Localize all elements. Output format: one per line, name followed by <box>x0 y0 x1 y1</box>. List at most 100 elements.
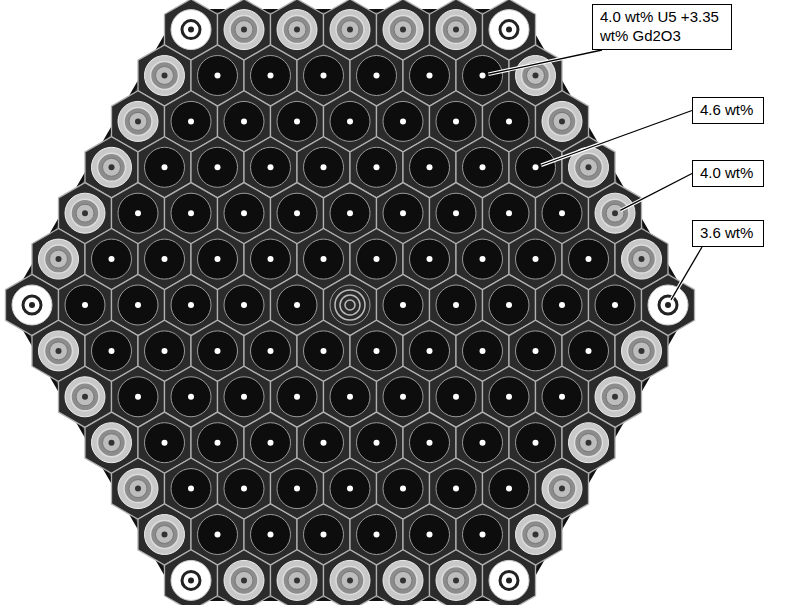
pin-part <box>612 210 618 216</box>
fuel-pin <box>516 147 556 187</box>
fuel-pin <box>410 514 450 554</box>
pin-part <box>400 486 406 492</box>
pin-part <box>500 21 518 39</box>
fuel-pin <box>171 10 211 50</box>
pin-part <box>321 73 327 79</box>
pin-part <box>294 394 300 400</box>
fuel-pin <box>92 331 132 371</box>
pin-part <box>569 331 609 371</box>
pin-part <box>489 469 529 509</box>
pin-part <box>586 440 592 446</box>
pin-part <box>129 112 147 130</box>
cell-grid <box>6 0 695 605</box>
pin-part <box>304 423 344 463</box>
fuel-pin <box>277 285 317 325</box>
fuel-pin <box>118 101 158 141</box>
pin-part <box>559 486 565 492</box>
fuel-pin <box>171 377 211 417</box>
pin-part <box>383 193 423 233</box>
pin-part <box>277 193 317 233</box>
pin-part <box>394 21 412 39</box>
pin-part <box>659 296 677 314</box>
fuel-pin <box>542 377 582 417</box>
pin-part <box>162 256 168 262</box>
pin-part <box>389 566 417 594</box>
pin-part <box>400 394 406 400</box>
fuel-pin <box>383 377 423 417</box>
pin-part <box>198 239 238 279</box>
pin-part <box>230 16 258 44</box>
pin-part <box>383 560 423 600</box>
fuel-pin <box>330 469 370 509</box>
pin-part <box>374 440 380 446</box>
pin-part <box>442 566 470 594</box>
pin-part <box>516 331 556 371</box>
pin-part <box>304 239 344 279</box>
leader-halo <box>671 247 702 300</box>
pin-part <box>383 10 423 50</box>
fuel-pin <box>92 147 132 187</box>
fuel-pin <box>118 193 158 233</box>
pin-part <box>294 486 300 492</box>
pin-part <box>304 56 344 96</box>
fuel-pin <box>489 560 529 600</box>
fuel-pin <box>145 514 185 554</box>
pin-part <box>188 577 194 583</box>
pin-part <box>188 302 194 308</box>
pin-part <box>50 342 68 360</box>
callout-text: 3.6 wt% <box>700 224 756 243</box>
fuel-pin <box>410 56 450 96</box>
pin-part <box>463 147 503 187</box>
fuel-pin <box>569 423 609 463</box>
pin-part <box>235 571 253 589</box>
fuel-pin <box>145 423 185 463</box>
pin-part <box>171 560 211 600</box>
pin-part <box>288 21 306 39</box>
pin-part <box>215 531 221 537</box>
pin-part <box>436 469 476 509</box>
fuel-pin <box>251 423 291 463</box>
leader-line <box>671 247 702 300</box>
pin-part <box>383 101 423 141</box>
pin-part <box>553 480 571 498</box>
pin-part <box>124 107 152 135</box>
pin-part <box>39 239 79 279</box>
fuel-pin <box>463 239 503 279</box>
pin-part <box>129 480 147 498</box>
fuel-pin <box>383 469 423 509</box>
pin-part <box>480 440 486 446</box>
pin-part <box>559 118 565 124</box>
pin-part <box>118 285 158 325</box>
pin-part <box>506 394 512 400</box>
pin-part <box>374 73 380 79</box>
pin-part <box>489 193 529 233</box>
pin-part <box>45 337 73 365</box>
fuel-pin <box>145 147 185 187</box>
pin-part <box>341 571 359 589</box>
fuel-pin <box>330 377 370 417</box>
pin-part <box>98 153 126 181</box>
pin-part <box>622 239 662 279</box>
pin-part <box>124 475 152 503</box>
pin-part <box>294 577 300 583</box>
fuel-pin <box>224 560 264 600</box>
pin-part <box>533 440 539 446</box>
pin-part <box>145 331 185 371</box>
pin-part <box>251 514 291 554</box>
fuel-pin <box>277 560 317 600</box>
callout-text: 4.6 wt% <box>700 101 756 120</box>
pin-part <box>224 377 264 417</box>
pin-part <box>215 73 221 79</box>
pin-part <box>294 27 300 33</box>
pin-part <box>601 383 629 411</box>
pin-part <box>383 377 423 417</box>
pin-part <box>463 331 503 371</box>
pin-part <box>188 27 194 33</box>
pin-part <box>215 164 221 170</box>
pin-part <box>188 118 194 124</box>
fuel-pin <box>251 514 291 554</box>
pin-part <box>447 21 465 39</box>
pin-part <box>345 300 355 310</box>
pin-part <box>294 302 300 308</box>
